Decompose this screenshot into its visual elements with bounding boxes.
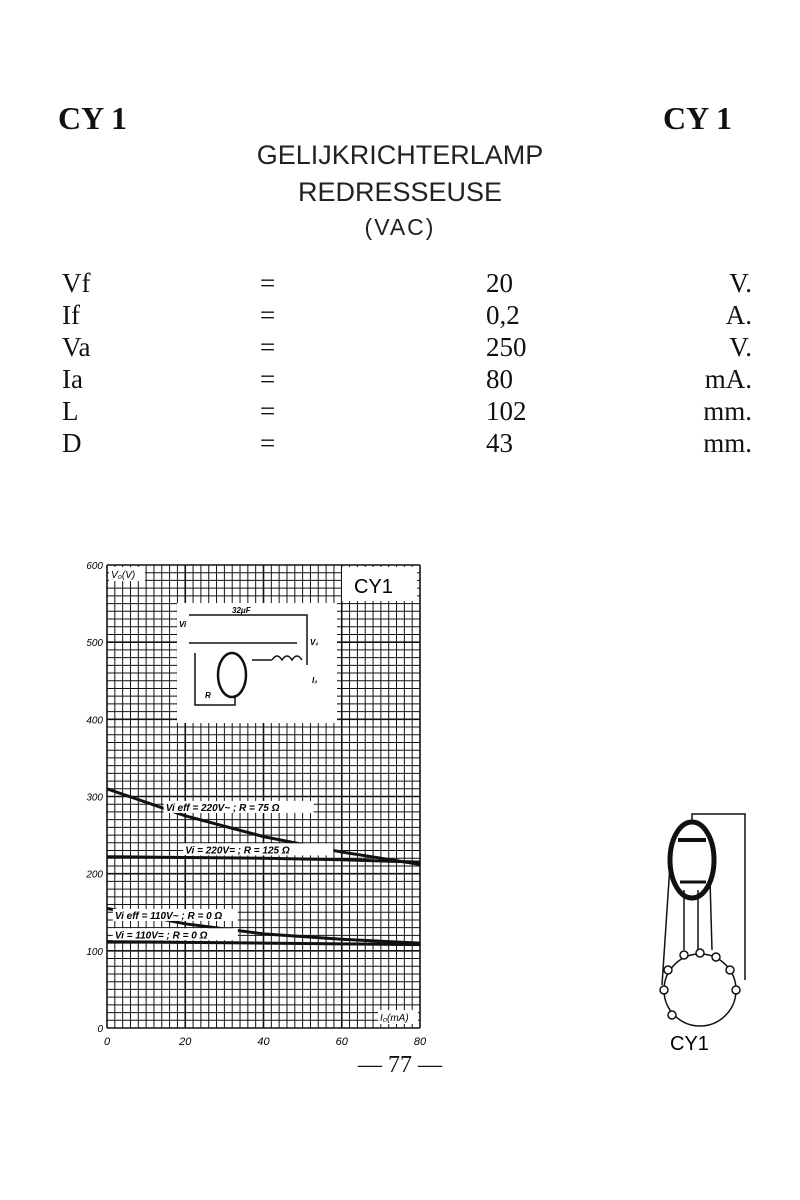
spec-equals: = bbox=[260, 300, 276, 330]
inset-label: V₀ bbox=[310, 638, 319, 647]
y-tick-label: 500 bbox=[86, 638, 103, 649]
tube-base-diagram: CY1 bbox=[659, 813, 746, 1055]
inset-label: 32μF bbox=[232, 606, 252, 615]
spec-unit: V. bbox=[729, 332, 752, 362]
y-tick-label: 100 bbox=[86, 947, 103, 958]
tube-tag-right: CY 1 bbox=[662, 100, 732, 136]
y-tick-label: 600 bbox=[86, 561, 103, 572]
xlabel-bg bbox=[378, 1010, 418, 1024]
inductor-symbol bbox=[252, 655, 303, 662]
spec-value: 43 bbox=[486, 428, 513, 458]
spec-unit: A. bbox=[725, 300, 752, 330]
spec-value: 102 bbox=[486, 396, 527, 426]
y-tick-label: 400 bbox=[86, 715, 103, 726]
y-tick-label: 300 bbox=[86, 793, 103, 804]
spec-value: 0,2 bbox=[486, 300, 520, 330]
series-label: Vi eff = 220V~ ; R = 75 Ω bbox=[166, 803, 280, 814]
spec-symbol: Va bbox=[62, 332, 91, 362]
inset-label: R bbox=[205, 691, 211, 700]
spec-equals: = bbox=[260, 364, 276, 394]
page-title: GELIJKRICHTERLAMP bbox=[256, 140, 544, 170]
spec-equals: = bbox=[260, 428, 276, 458]
x-tick-label: 60 bbox=[336, 1036, 349, 1048]
spec-symbol: If bbox=[62, 300, 80, 330]
page-number: — 77 — bbox=[358, 1052, 442, 1078]
tube-type: (VAC) bbox=[364, 214, 436, 240]
tube-symbol bbox=[216, 651, 248, 699]
title-bg bbox=[342, 567, 417, 601]
series-label-bg bbox=[112, 908, 238, 921]
series-label-bg bbox=[112, 928, 238, 941]
spec-unit: mA. bbox=[704, 364, 752, 394]
page-subtitle: REDRESSEUSE bbox=[297, 177, 503, 207]
spec-value: 250 bbox=[486, 332, 527, 362]
inset-label: I₀ bbox=[312, 676, 317, 685]
spec-row: Ia = 80 mA. bbox=[62, 364, 752, 396]
spec-symbol: Vf bbox=[62, 268, 91, 298]
series-label-bg bbox=[163, 800, 314, 813]
spec-equals: = bbox=[260, 396, 276, 426]
spec-unit: mm. bbox=[703, 428, 752, 458]
spec-value: 20 bbox=[486, 268, 513, 298]
spec-row: Vf = 20 V. bbox=[62, 268, 752, 300]
spec-row: D = 43 mm. bbox=[62, 428, 752, 460]
y-tick-label: 200 bbox=[85, 870, 103, 881]
base-diagram-label: CY1 bbox=[670, 1033, 709, 1055]
spec-symbol: D bbox=[62, 428, 82, 458]
inset-circuit bbox=[177, 603, 337, 723]
x-tick-label: 20 bbox=[178, 1036, 192, 1048]
spec-row: If = 0,2 A. bbox=[62, 300, 752, 332]
x-axis-label: I₀(mA) bbox=[380, 1013, 409, 1024]
tube-tag-left: CY 1 bbox=[58, 100, 128, 136]
spec-equals: = bbox=[260, 268, 276, 298]
x-tick-label: 0 bbox=[104, 1036, 111, 1048]
spec-row: L = 102 mm. bbox=[62, 396, 752, 428]
y-axis-label: V₀(V) bbox=[111, 570, 135, 581]
ylabel-bg bbox=[109, 567, 145, 581]
circuit-wire bbox=[194, 653, 236, 706]
series-label-bg bbox=[183, 843, 334, 856]
spec-row: Va = 250 V. bbox=[62, 332, 752, 364]
x-tick-label: 80 bbox=[414, 1036, 427, 1048]
inset-label: Vi bbox=[179, 620, 187, 629]
circuit-wire bbox=[189, 614, 308, 665]
series-label: Vi = 110V= ; R = 0 Ω bbox=[115, 930, 208, 941]
spec-unit: mm. bbox=[703, 396, 752, 426]
series-label: Vi = 220V= ; R = 125 Ω bbox=[185, 845, 290, 856]
spec-equals: = bbox=[260, 332, 276, 362]
spec-symbol: Ia bbox=[62, 364, 83, 394]
x-tick-label: 40 bbox=[257, 1036, 270, 1048]
spec-symbol: L bbox=[62, 396, 79, 426]
spec-value: 80 bbox=[486, 364, 513, 394]
y-tick-label: 0 bbox=[97, 1024, 103, 1035]
spec-unit: V. bbox=[729, 268, 752, 298]
series-label: Vi eff = 110V~ ; R = 0 Ω bbox=[115, 911, 223, 922]
chart-title: CY1 bbox=[354, 576, 393, 598]
